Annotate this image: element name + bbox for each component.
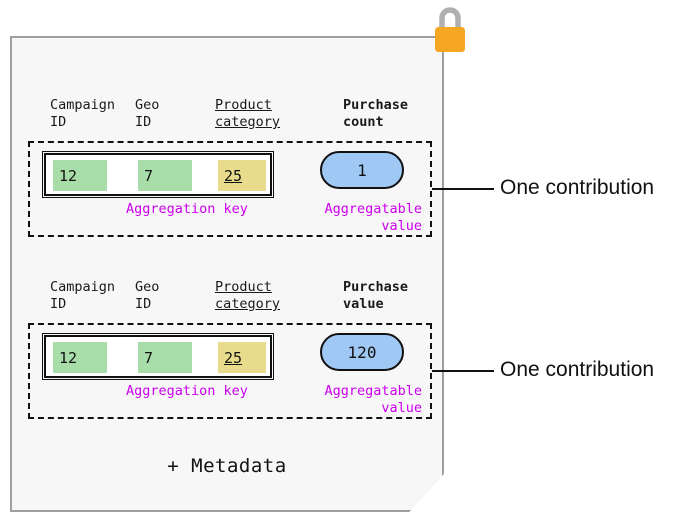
column-header-product-category-2: Product category xyxy=(215,279,281,312)
aggregatable-report-sheet xyxy=(10,36,444,512)
column-header-campaign-id: Campaign ID xyxy=(50,97,116,130)
aggregatable-value-caption-1: Aggregatable value xyxy=(324,201,422,234)
aggregation-key-caption-1: Aggregation key xyxy=(126,201,248,217)
report-sheet-surface xyxy=(12,38,442,510)
column-header-product-category: Product category xyxy=(215,97,281,130)
callout-leader-line-1 xyxy=(432,188,494,190)
contribution-boundary-1: 12 7 25 1 Aggregation key Aggregatable v… xyxy=(28,141,432,237)
column-headers-2: Campaign ID Geo ID Product category Purc… xyxy=(28,275,432,323)
key-cell-product-category-2: 25 xyxy=(218,342,266,373)
key-cell-campaign-id-2: 12 xyxy=(53,342,107,373)
aggregation-key-caption-2: Aggregation key xyxy=(126,383,248,399)
metadata-label: + Metadata xyxy=(167,455,287,477)
contribution-boundary-2: 12 7 25 120 Aggregation key Aggregatable… xyxy=(28,323,432,419)
column-headers-1: Campaign ID Geo ID Product category Purc… xyxy=(28,93,432,141)
key-cell-product-category-1: 25 xyxy=(218,160,266,191)
callout-label-one-contribution-1: One contribution xyxy=(500,176,655,199)
key-cell-geo-id-1: 7 xyxy=(138,160,192,191)
aggregatable-value-pill-2: 120 xyxy=(320,333,404,371)
aggregatable-value-pill-1: 1 xyxy=(320,151,404,189)
column-header-geo-id: Geo ID xyxy=(135,97,160,130)
aggregation-key-frame-1: 12 7 25 xyxy=(42,151,274,198)
column-header-geo-id-2: Geo ID xyxy=(135,279,160,312)
key-cell-campaign-id-1: 12 xyxy=(53,160,107,191)
column-header-purchase-count: Purchase count xyxy=(343,97,409,130)
aggregatable-value-caption-2: Aggregatable value xyxy=(324,383,422,416)
callout-leader-line-2 xyxy=(432,370,494,372)
aggregation-key-frame-2: 12 7 25 xyxy=(42,333,274,380)
padlock-icon xyxy=(428,2,472,64)
callout-label-one-contribution-2: One contribution xyxy=(500,358,655,381)
column-header-purchase-value: Purchase value xyxy=(343,279,409,312)
column-header-campaign-id-2: Campaign ID xyxy=(50,279,116,312)
contribution-block-1: Campaign ID Geo ID Product category Purc… xyxy=(28,93,432,237)
contribution-block-2: Campaign ID Geo ID Product category Purc… xyxy=(28,275,432,419)
key-cell-geo-id-2: 7 xyxy=(138,342,192,373)
